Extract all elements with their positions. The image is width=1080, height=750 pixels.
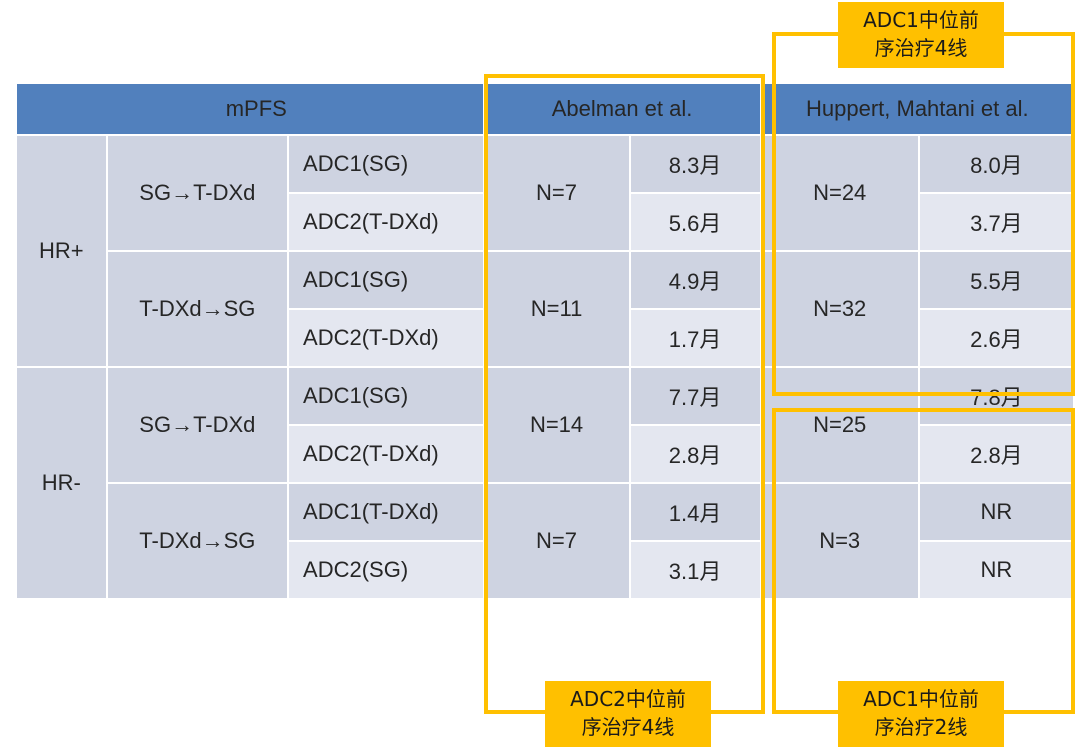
huppert-n-value: N=24 <box>761 136 918 250</box>
abelman-mpfs-value: 1.7月 <box>630 310 760 366</box>
huppert-mpfs-value: NR <box>919 542 1073 598</box>
abelman-mpfs-value: 3.1月 <box>630 542 760 598</box>
mpfs-comparison-table: mPFS Abelman et al. Huppert, Mahtani et … <box>15 82 1075 600</box>
table-row: ADC2(T-DXd) 5.6月 3.7月 <box>17 194 1073 250</box>
huppert-mpfs-value: 2.8月 <box>919 426 1073 482</box>
huppert-mpfs-value: 2.6月 <box>919 310 1073 366</box>
abelman-n-value: N=7 <box>484 136 629 250</box>
table-row: HR- SG→T-DXd ADC1(SG) N=14 7.7月 N=25 7.8… <box>17 368 1073 598</box>
abelman-n-value: N=14 <box>484 368 629 482</box>
header-study-huppert: Huppert, Mahtani et al. <box>761 84 1073 134</box>
huppert-mpfs-value: 7.8月 <box>919 368 1073 424</box>
abelman-mpfs-value: 5.6月 <box>630 194 760 250</box>
abelman-mpfs-value: 2.8月 <box>630 426 760 482</box>
header-study-abelman: Abelman et al. <box>484 84 760 134</box>
agent-label: ADC2(T-DXd) <box>289 426 483 482</box>
huppert-mpfs-value: 5.5月 <box>919 252 1073 308</box>
table-row: ADC2(SG) 3.1月 NR <box>17 542 1073 598</box>
table-header-row: mPFS Abelman et al. Huppert, Mahtani et … <box>17 84 1073 134</box>
sequence-label-tdxd-first-hrneg: T-DXd→SG <box>107 484 288 598</box>
huppert-mpfs-value: NR <box>919 484 1073 540</box>
table-row: HR+ SG→T-DXd ADC1(SG) N=7 8.3月 N=24 8.0月 <box>17 136 1073 366</box>
agent-label: ADC2(T-DXd) <box>289 194 483 250</box>
annotation-bottom-huppert-hrneg: ADC1中位前 序治疗2线 <box>838 681 1004 747</box>
row-label-hr-negative: HR- <box>17 368 106 598</box>
huppert-mpfs-value: 3.7月 <box>919 194 1073 250</box>
agent-label: ADC2(T-DXd) <box>289 310 483 366</box>
sequence-label-tdxd-first-hrpos: T-DXd→SG <box>107 252 288 366</box>
agent-label: ADC1(T-DXd) <box>289 484 483 540</box>
abelman-n-value: N=11 <box>484 252 629 366</box>
agent-label: ADC2(SG) <box>289 542 483 598</box>
annotation-bottom-abelman: ADC2中位前 序治疗4线 <box>545 681 711 747</box>
abelman-mpfs-value: 8.3月 <box>630 136 760 192</box>
huppert-n-value: N=3 <box>761 484 918 598</box>
huppert-n-value: N=25 <box>761 368 918 482</box>
abelman-n-value: N=7 <box>484 484 629 598</box>
annotation-top-huppert-hrpos: ADC1中位前 序治疗4线 <box>838 2 1004 68</box>
abelman-mpfs-value: 4.9月 <box>630 252 760 308</box>
agent-label: ADC1(SG) <box>289 252 483 308</box>
huppert-n-value: N=32 <box>761 252 918 366</box>
header-metric-label: mPFS <box>17 84 483 134</box>
table-row: T-DXd→SG ADC1(T-DXd) N=7 1.4月 N=3 NR <box>17 484 1073 598</box>
table-row: ADC2(T-DXd) 2.8月 2.8月 <box>17 426 1073 482</box>
table-row: T-DXd→SG ADC1(SG) N=11 4.9月 N=32 5.5月 <box>17 252 1073 366</box>
sequence-label-sg-first-hrpos: SG→T-DXd <box>107 136 288 250</box>
sequence-label-sg-first-hrneg: SG→T-DXd <box>107 368 288 482</box>
abelman-mpfs-value: 7.7月 <box>630 368 760 424</box>
row-label-hr-positive: HR+ <box>17 136 106 366</box>
agent-label: ADC1(SG) <box>289 136 483 192</box>
table-row: ADC2(T-DXd) 1.7月 2.6月 <box>17 310 1073 366</box>
agent-label: ADC1(SG) <box>289 368 483 424</box>
huppert-mpfs-value: 8.0月 <box>919 136 1073 192</box>
abelman-mpfs-value: 1.4月 <box>630 484 760 540</box>
